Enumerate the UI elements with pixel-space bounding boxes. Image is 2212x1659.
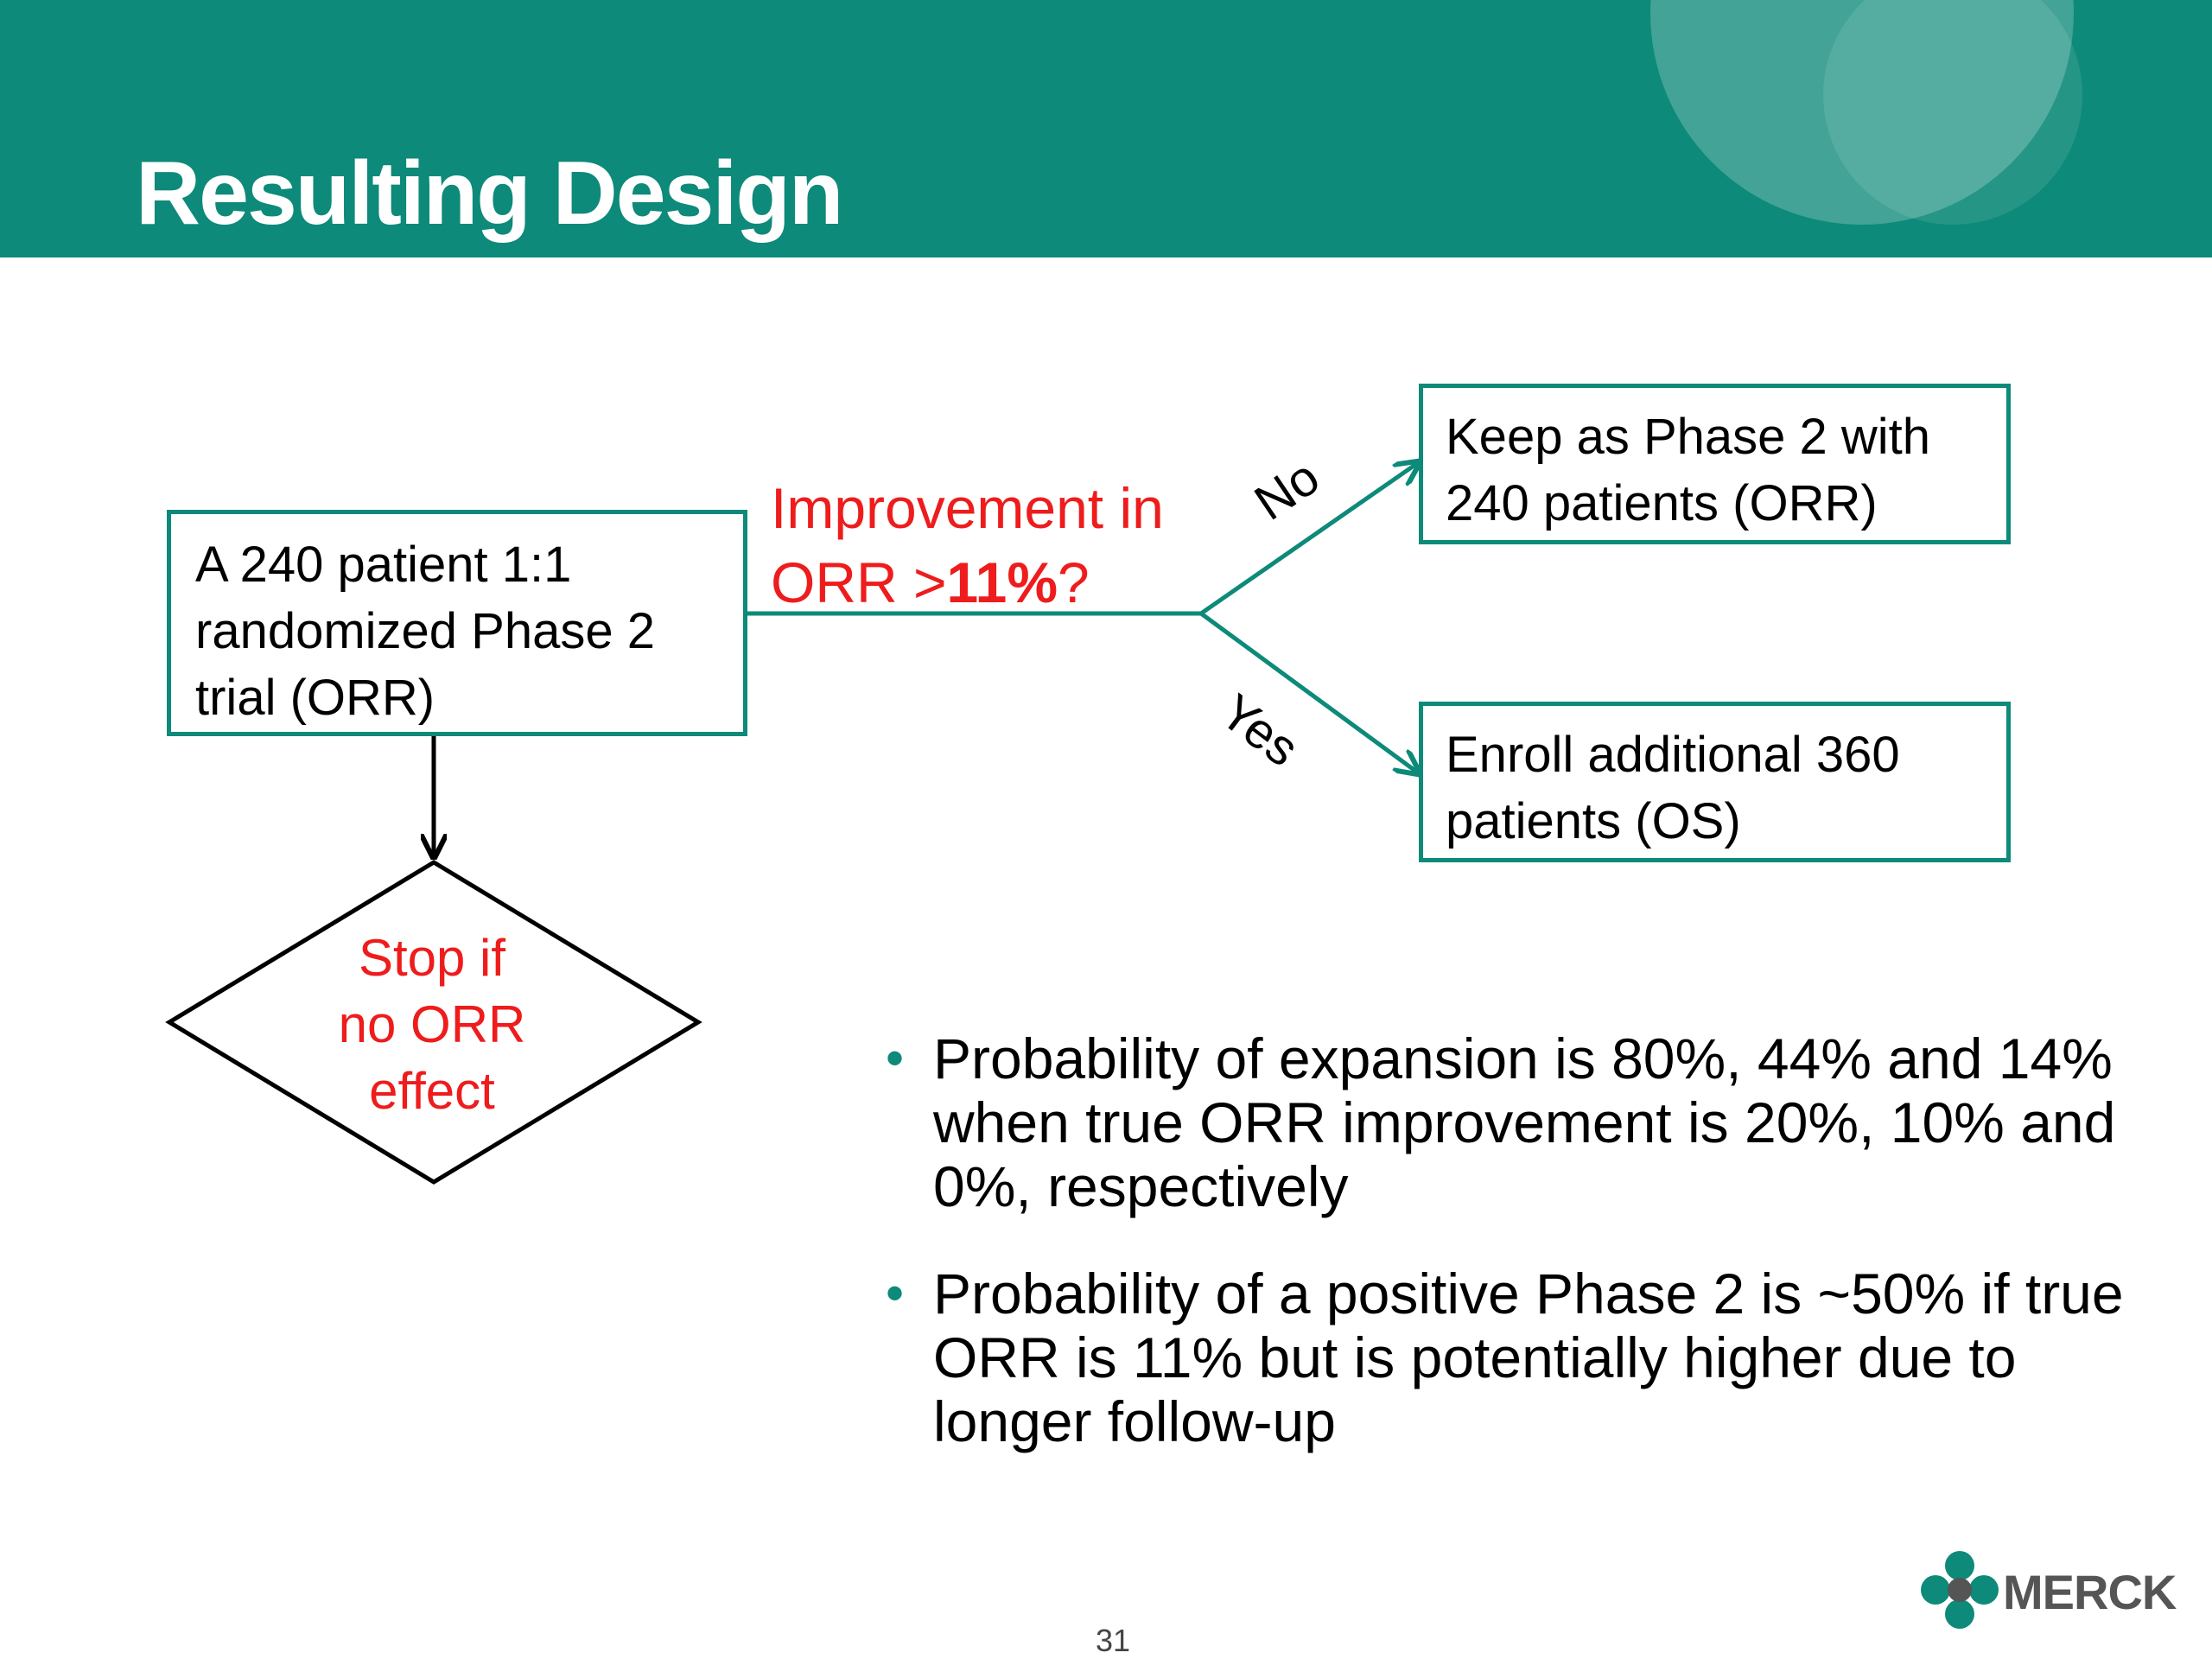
no-box-line: 240 patients (ORR) bbox=[1446, 475, 1878, 531]
bullet-list: • Probability of expansion is 80%, 44% an… bbox=[881, 1027, 2160, 1497]
start-box: A 240 patient 1:1 randomized Phase 2 tri… bbox=[167, 510, 747, 736]
no-outcome-box: Keep as Phase 2 with 240 patients (ORR) bbox=[1419, 384, 2011, 544]
page-number: 31 bbox=[1096, 1623, 1131, 1658]
start-box-line: trial (ORR) bbox=[195, 670, 435, 726]
decorative-circle bbox=[1823, 0, 2082, 225]
logo-wordmark: MERCK bbox=[2003, 1565, 2177, 1619]
question-line-1: Improvement in bbox=[771, 476, 1164, 540]
no-box-line: Keep as Phase 2 with bbox=[1446, 409, 1931, 465]
decision-line: Stop if bbox=[358, 929, 506, 987]
question-prefix: ORR > bbox=[771, 550, 947, 614]
header-band bbox=[0, 0, 2212, 257]
bullet-dot-icon: • bbox=[886, 1264, 905, 1322]
decision-text: Stop if no ORR effect bbox=[285, 925, 579, 1124]
decision-line: effect bbox=[369, 1062, 495, 1120]
yes-box-line: Enroll additional 360 bbox=[1446, 727, 1900, 783]
slide-title: Resulting Design bbox=[136, 143, 843, 244]
decision-question: Improvement in ORR >11%? bbox=[771, 471, 1164, 620]
arrow-to-no-box bbox=[1199, 462, 1419, 616]
yes-box-line: patients (OS) bbox=[1446, 793, 1741, 849]
start-box-line: randomized Phase 2 bbox=[195, 603, 655, 659]
question-threshold: 11% bbox=[946, 550, 1058, 614]
bullet-dot-icon: • bbox=[886, 1029, 905, 1087]
merck-logo-icon bbox=[1921, 1551, 1999, 1629]
yes-outcome-box: Enroll additional 360 patients (OS) bbox=[1419, 702, 2011, 862]
bullet-item: • Probability of expansion is 80%, 44% an… bbox=[881, 1027, 2160, 1218]
decision-line: no ORR bbox=[338, 995, 526, 1053]
arrow-to-yes-box bbox=[1199, 611, 1419, 773]
bullet-text: Probability of a positive Phase 2 is ~50… bbox=[933, 1262, 2124, 1453]
question-suffix: ? bbox=[1058, 550, 1090, 614]
start-box-line: A 240 patient 1:1 bbox=[195, 537, 572, 593]
decision-diamond bbox=[165, 860, 702, 1185]
question-line-2: ORR >11%? bbox=[771, 545, 1164, 620]
bullet-text: Probability of expansion is 80%, 44% and… bbox=[933, 1027, 2116, 1218]
bullet-item: • Probability of a positive Phase 2 is ~5… bbox=[881, 1262, 2160, 1453]
